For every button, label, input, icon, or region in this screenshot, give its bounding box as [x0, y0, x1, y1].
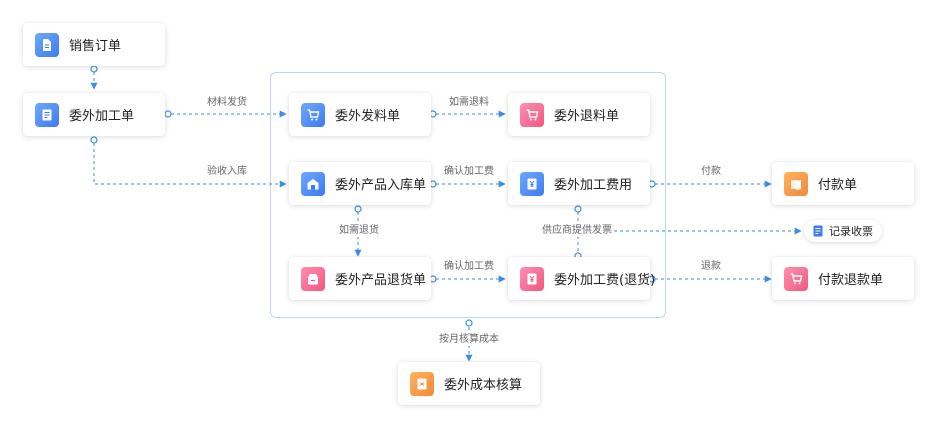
- node-outsource-order[interactable]: 委外加工单: [23, 93, 165, 136]
- invoice-icon: [812, 225, 824, 237]
- edge-label-receipt-inspection: 验收入库: [205, 166, 249, 178]
- document-icon: [35, 32, 59, 57]
- edge-label-payment: 付款: [699, 166, 723, 178]
- outsourcing-process-group: [270, 72, 666, 318]
- node-cost-accounting[interactable]: 委外成本核算: [398, 362, 540, 405]
- node-material-issue[interactable]: 委外发料单: [289, 93, 431, 136]
- node-label: 委外加工费用: [554, 178, 633, 193]
- node-label: 付款单: [818, 178, 858, 193]
- node-label: 委外加工费(退货): [554, 273, 656, 288]
- node-payment[interactable]: 付款单: [772, 162, 914, 205]
- node-label: 委外产品退货单: [335, 273, 427, 288]
- cart-icon: [301, 102, 325, 127]
- node-label: 委外成本核算: [444, 378, 523, 393]
- node-product-receipt[interactable]: 委外产品入库单: [289, 162, 431, 205]
- edge-label-refund: 退款: [699, 261, 723, 273]
- node-product-return[interactable]: 委外产品退货单: [289, 257, 431, 300]
- yen-bill-icon: [520, 266, 544, 291]
- cost-icon: [410, 371, 434, 396]
- node-label: 销售订单: [69, 39, 122, 54]
- record-receipt-label: 记录收票: [829, 225, 873, 238]
- payment-icon: [784, 171, 808, 196]
- edge-label-supplier-invoice: 供应商提供发票: [540, 225, 614, 237]
- edge-label-material-issue: 材料发货: [205, 97, 249, 109]
- node-label: 委外退料单: [554, 109, 620, 124]
- edge-label-monthly-costing: 按月核算成本: [437, 334, 501, 346]
- edge-label-return-if-needed: 如需退料: [447, 97, 491, 109]
- edge-label-confirm-fee-1: 确认加工费: [442, 166, 496, 178]
- node-label: 委外加工单: [69, 109, 135, 124]
- edge-label-return-goods: 如需退货: [337, 225, 381, 237]
- node-processing-fee[interactable]: 委外加工费用: [508, 162, 650, 205]
- node-label: 委外发料单: [335, 109, 401, 124]
- node-sales-order[interactable]: 销售订单: [23, 23, 165, 66]
- form-icon: [35, 102, 59, 127]
- cart-refund-icon: [784, 266, 808, 291]
- node-label: 委外产品入库单: [335, 178, 427, 193]
- return-box-icon: [301, 266, 325, 291]
- edge-label-confirm-fee-2: 确认加工费: [442, 261, 496, 273]
- warehouse-icon: [301, 171, 325, 196]
- yen-bill-icon: [520, 171, 544, 196]
- node-refund[interactable]: 付款退款单: [772, 257, 914, 300]
- node-material-return[interactable]: 委外退料单: [508, 93, 650, 136]
- edge-outsource-to-receipt: [93, 143, 287, 188]
- cart-return-icon: [520, 102, 544, 127]
- node-label: 付款退款单: [818, 273, 884, 288]
- record-receipt-pill[interactable]: 记录收票: [804, 220, 882, 242]
- node-processing-fee-return[interactable]: 委外加工费(退货): [508, 257, 655, 300]
